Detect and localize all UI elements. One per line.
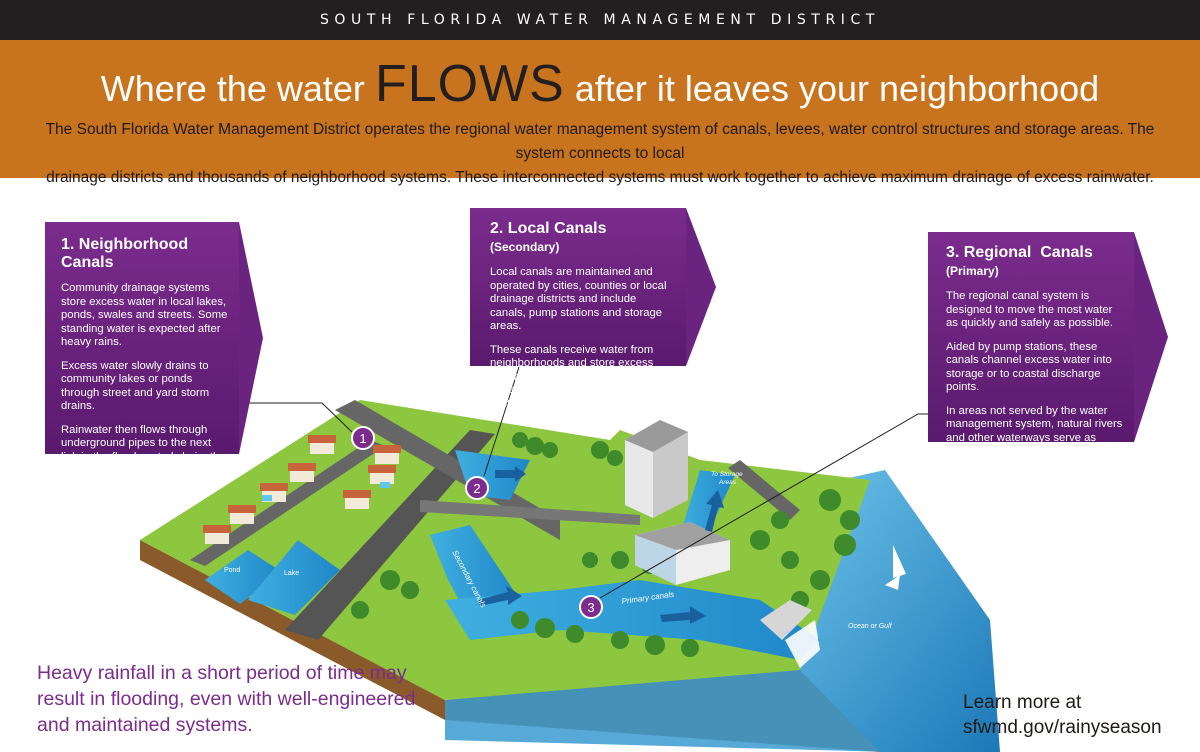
marker-3-label: 3: [587, 600, 594, 615]
bridge-road: [420, 500, 640, 525]
storage-label-line-1: To Storage: [711, 471, 743, 478]
callout-3-subtitle: (Primary): [946, 264, 999, 278]
title-post: after it leaves your neighborhood: [574, 68, 1100, 109]
lake-label: Lake: [284, 570, 299, 577]
cross-road: [335, 400, 560, 540]
right-road: [728, 460, 800, 520]
intro-text: The South Florida Water Management Distr…: [30, 118, 1170, 190]
intro-line-2: drainage districts and thousands of neig…: [46, 169, 1154, 186]
office-building: [625, 420, 688, 518]
learn-more: Learn more at sfwmd.gov/rainyseason: [963, 690, 1162, 740]
marker-2: 2: [465, 476, 489, 500]
marker-1-label: 1: [359, 431, 366, 446]
marker-2-label: 2: [473, 481, 480, 496]
water-control-structure: [760, 600, 820, 668]
pump-station: [635, 522, 730, 585]
callout-1-paragraph-2: Excess water slowly drains to community …: [61, 359, 210, 413]
callout-1-title-text: 1. Neighborhood Canals: [61, 236, 189, 271]
side-road: [190, 440, 385, 566]
callout-3-paragraph-2: Aided by pump stations, these canals cha…: [946, 340, 1112, 394]
callout-1-title: 1. Neighborhood Canals: [61, 236, 229, 272]
pond-label: Pond: [224, 567, 240, 574]
flooding-warning: Heavy rainfall in a short period of time…: [37, 662, 416, 736]
callout-3-title: 3. Regional Canals (Primary): [946, 244, 1126, 280]
ocean-label: Ocean or Gulf: [848, 623, 893, 630]
primary-canal: [445, 580, 820, 660]
boat: [885, 545, 906, 590]
main-road: [285, 430, 495, 640]
learn-more-url[interactable]: sfwmd.gov/rainyseason: [963, 717, 1162, 738]
header-banner: Where the water FLOWS after it leaves yo…: [0, 40, 1200, 186]
marker-3: 3: [579, 595, 603, 619]
callout-2-title: 2. Local Canals (Secondary): [490, 220, 674, 256]
callout-2-title-text: 2. Local Canals: [490, 220, 607, 237]
neighborhood-houses: [203, 435, 401, 544]
callout-3-paragraph-1: The regional canal system is designed to…: [946, 290, 1114, 329]
title-emphasis: FLOWS: [374, 55, 565, 113]
title-pre: Where the water: [100, 68, 365, 109]
leader-lines: [233, 366, 928, 599]
callout-2-arrow: [686, 208, 716, 366]
org-name-bar: SOUTH FLORIDA WATER MANAGEMENT DISTRICT: [0, 0, 1200, 40]
callout-1-paragraph-1: Community drainage systems store excess …: [61, 282, 228, 348]
lake: [248, 540, 340, 615]
callout-2-paragraph-1: Local canals are maintained and operated…: [490, 266, 667, 332]
callout-3-arrow: [1134, 232, 1168, 442]
callout-regional-canals: 3. Regional Canals (Primary) The regiona…: [928, 232, 1134, 457]
callout-3-title-text: 3. Regional Canals: [946, 244, 1093, 261]
callout-3-paragraph-3: In areas not served by the water managem…: [946, 404, 1123, 458]
storage-canal: [680, 470, 735, 540]
callout-neighborhood-canals: 1. Neighborhood Canals Community drainag…: [45, 222, 239, 476]
page-title: Where the water FLOWS after it leaves yo…: [0, 54, 1200, 119]
callout-1-arrow: [239, 222, 263, 454]
callout-local-canals: 2. Local Canals (Secondary) Local canals…: [470, 208, 686, 410]
callout-2-subtitle: (Secondary): [490, 240, 560, 254]
intro-line-1: The South Florida Water Management Distr…: [45, 121, 1155, 162]
callout-1-paragraph-3: Rainwater then flows through underground…: [61, 423, 226, 477]
diagram-slab-front-water: [445, 660, 890, 752]
org-name: SOUTH FLORIDA WATER MANAGEMENT DISTRICT: [319, 12, 881, 28]
learn-more-line-1: Learn more at: [963, 692, 1082, 713]
marker-1: 1: [351, 426, 375, 450]
flow-arrows: [478, 466, 724, 624]
storage-label-line-2: Areas: [718, 479, 737, 486]
pond: [205, 550, 282, 604]
callout-2-paragraph-2: These canals receive water from neighbor…: [490, 343, 654, 410]
